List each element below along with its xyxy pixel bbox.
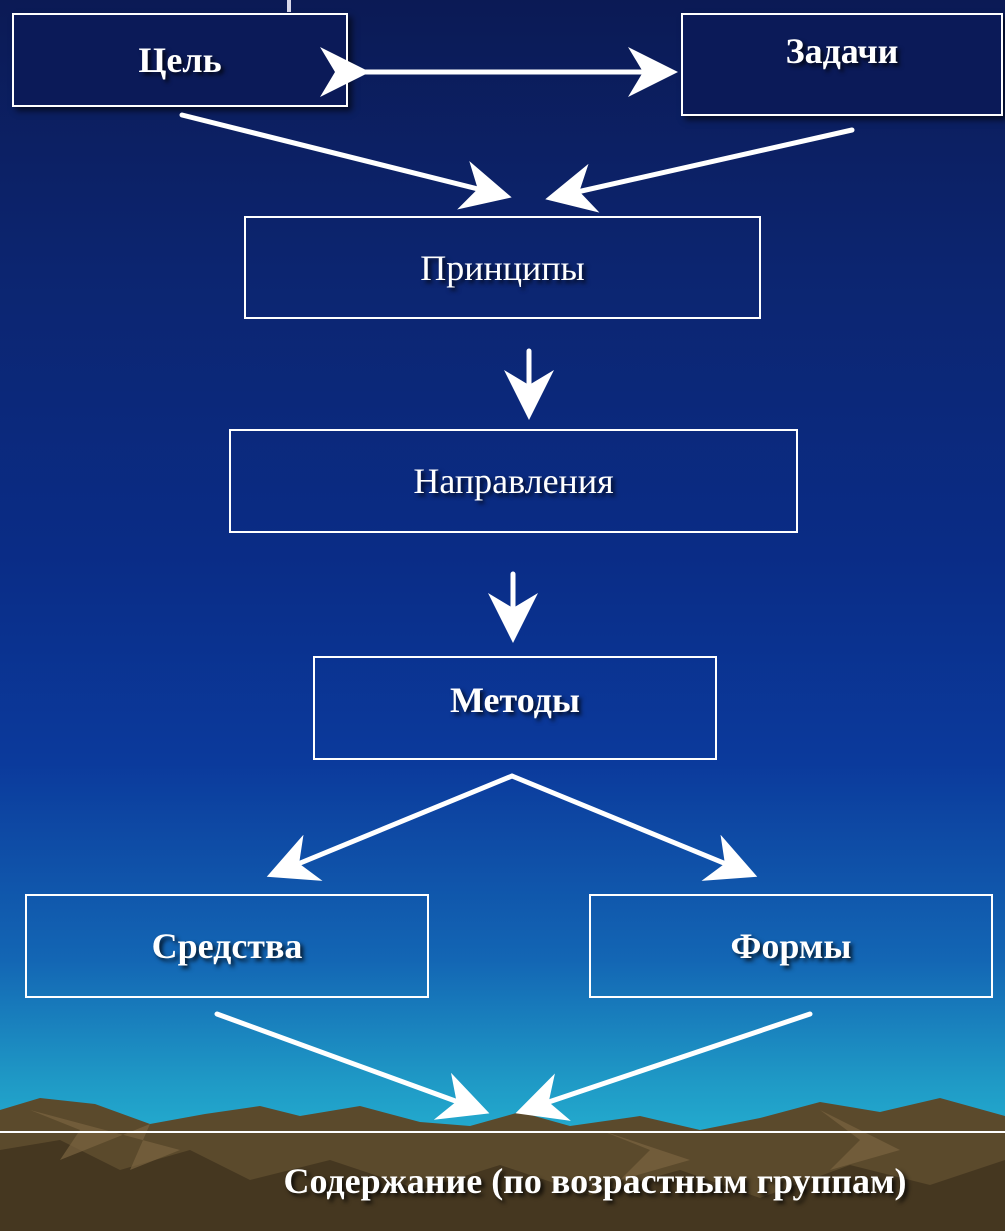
node-methods: Методы xyxy=(313,656,717,760)
connector-line-top xyxy=(287,0,291,12)
node-means-label: Средства xyxy=(151,926,303,966)
content-divider xyxy=(0,1131,1005,1133)
node-directions: Направления xyxy=(229,429,798,533)
node-goal: Цель xyxy=(12,13,348,107)
node-goal-label: Цель xyxy=(138,40,222,80)
node-principles-label: Принципы xyxy=(420,247,585,288)
node-principles: Принципы xyxy=(244,216,761,319)
node-means: Средства xyxy=(25,894,429,998)
node-forms: Формы xyxy=(589,894,993,998)
node-forms-label: Формы xyxy=(730,926,852,966)
node-methods-label: Методы xyxy=(450,680,580,720)
node-content-label: Содержание (по возрастным группам) xyxy=(283,1161,907,1201)
node-directions-label: Направления xyxy=(413,461,614,501)
mountain-shade xyxy=(0,1140,1005,1231)
node-tasks-label: Задачи xyxy=(785,30,899,71)
node-tasks: Задачи xyxy=(681,13,1003,116)
